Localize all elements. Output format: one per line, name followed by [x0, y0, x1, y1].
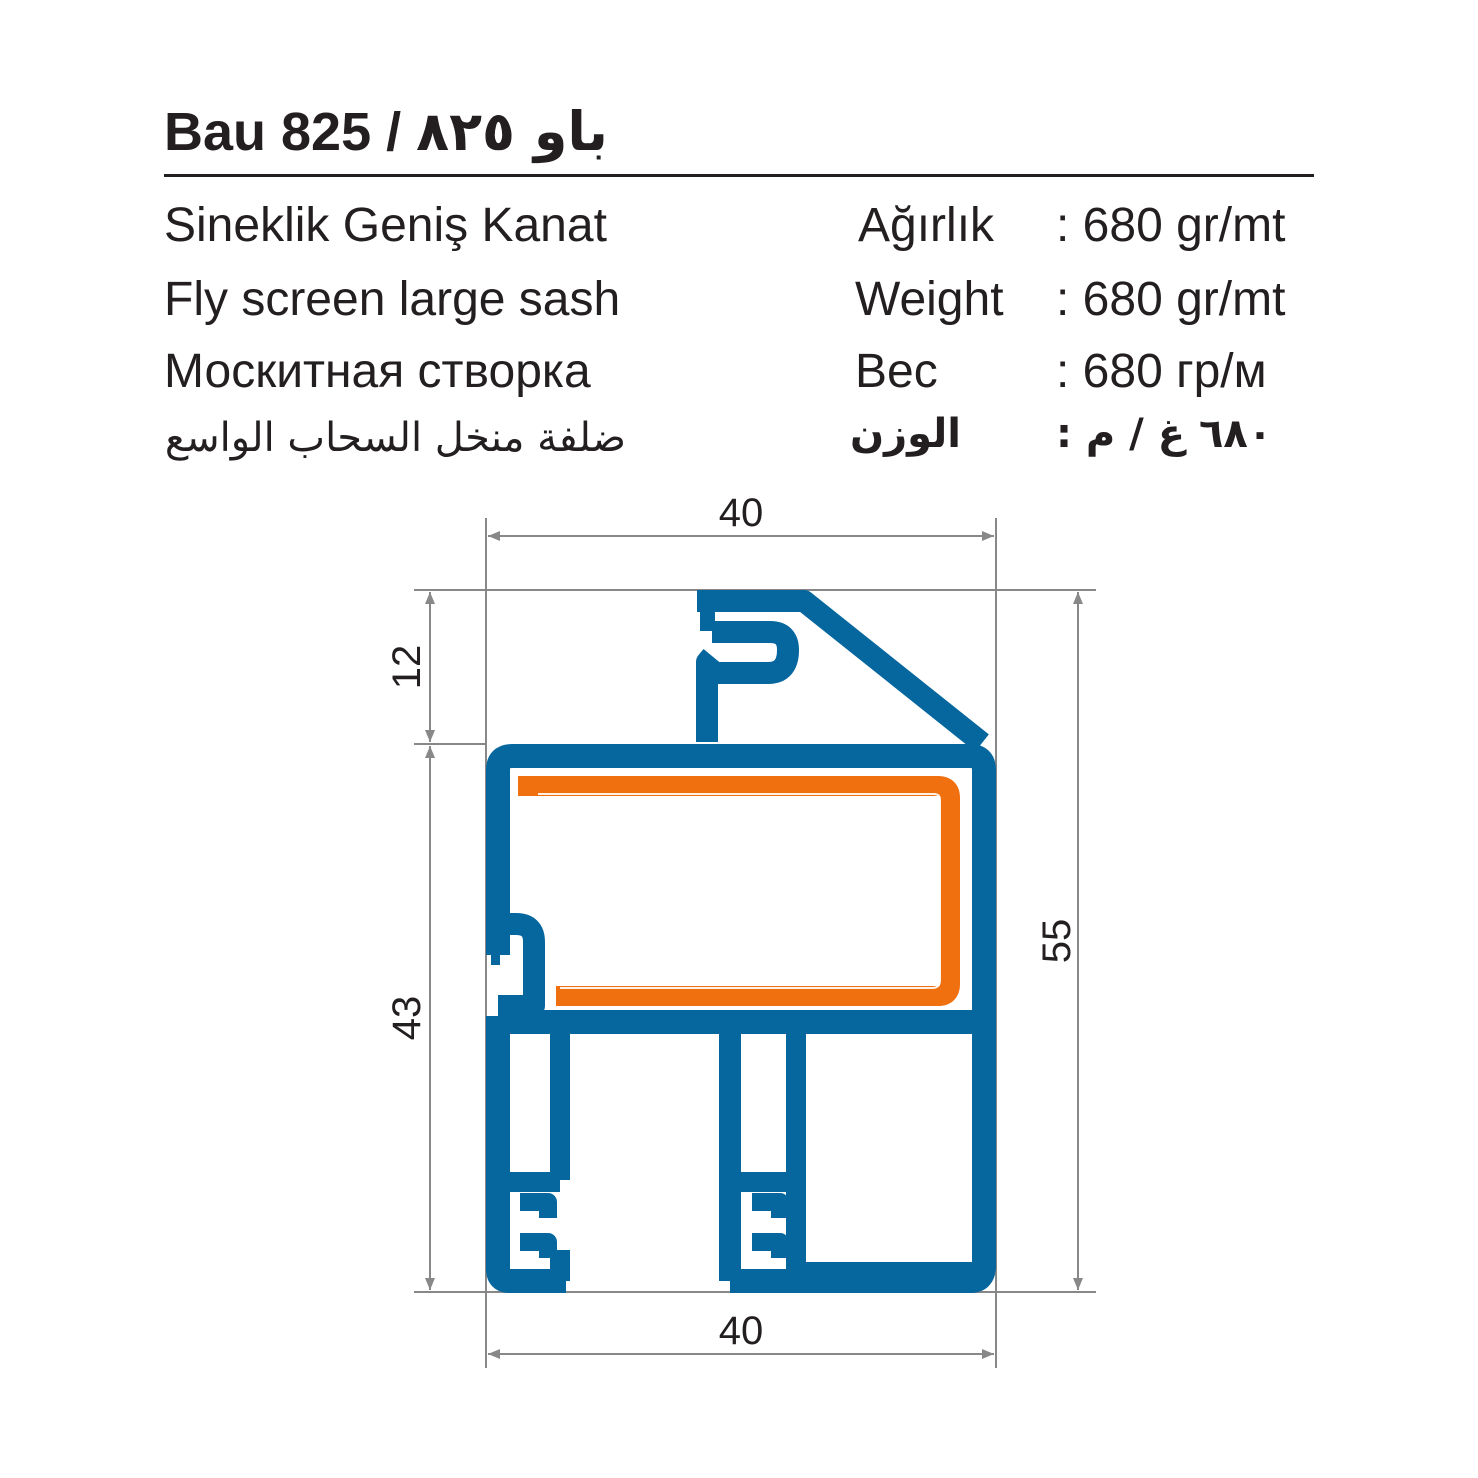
weight-value-english: : 680 gr/mt	[1056, 273, 1286, 326]
profile-outer-wall	[486, 744, 996, 1293]
gasket-insert	[518, 776, 960, 1006]
gasket-highlight	[538, 793, 941, 989]
weight-value-turkish: : 680 gr/mt	[1056, 199, 1286, 252]
title-latin: Bau 825 /	[164, 102, 402, 162]
profile-hook-stem	[696, 648, 721, 742]
weight-label-english: Weight	[855, 273, 1004, 326]
title-arabic: باو ٨٢٥	[416, 100, 608, 163]
profile-top-lip	[697, 590, 989, 752]
weight-label-arabic: الوزن	[850, 411, 961, 457]
aluminum-profile	[486, 590, 996, 1293]
hollow-right-chamber	[808, 1034, 972, 1262]
dimension-total-height: 55	[1035, 919, 1079, 964]
weight-label-turkish: Ağırlık	[858, 199, 995, 252]
page-title: Bau 825 / باو ٨٢٥	[164, 100, 608, 163]
profile-left-notch	[492, 913, 545, 1017]
weight-value-arabic: : م / غ ٦٨٠	[1056, 411, 1273, 457]
description-turkish: Sineklik Geniş Kanat	[164, 199, 607, 252]
description-russian: Москитная створка	[164, 345, 591, 398]
dimension-upper-height: 12	[385, 645, 429, 690]
description-arabic: ضلفة منخل السحاب الواسع	[164, 415, 626, 461]
profile-left-teeth	[520, 1193, 557, 1258]
hollow-left-upper	[512, 1038, 548, 1172]
profile-hollows	[512, 1034, 972, 1262]
dimension-top-width: 40	[719, 491, 764, 535]
description-english: Fly screen large sash	[164, 273, 621, 326]
title-divider	[164, 174, 1314, 177]
weight-label-russian: Вес	[855, 345, 938, 398]
dimension-lower-height: 43	[385, 996, 429, 1041]
weight-value-russian: : 680 гр/м	[1056, 345, 1267, 398]
profile-middle-teeth	[752, 1193, 789, 1258]
profile-outer-bottom-left	[486, 1016, 566, 1293]
profile-hook-curl	[712, 621, 799, 684]
dimension-bottom-width: 40	[719, 1309, 764, 1353]
hollow-middle-upper	[744, 1038, 786, 1172]
